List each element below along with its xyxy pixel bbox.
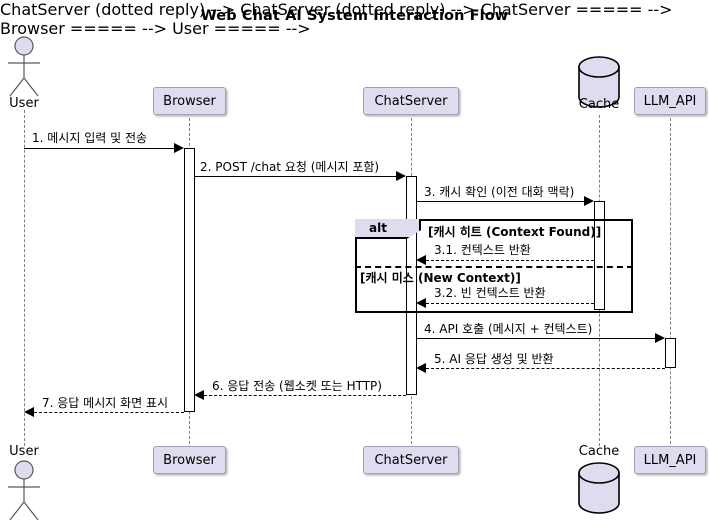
actor-figure-icon — [8, 36, 40, 97]
actor-user-top — [0, 36, 48, 98]
participant-box-chatserver-top[interactable]: ChatServer — [363, 87, 459, 115]
database-cache-bottom — [576, 462, 622, 514]
message-arrowhead-5 — [416, 363, 426, 373]
alt-guard-1: [캐시 히트 (Context Found)] — [428, 225, 602, 239]
activation-llm — [665, 338, 676, 368]
message-line-2 — [194, 176, 398, 177]
message-line-3-1 — [426, 260, 594, 261]
participant-box-browser-bottom[interactable]: Browser — [153, 446, 226, 474]
message-arrowhead-3-2 — [416, 298, 426, 308]
database-cylinder-icon — [578, 56, 620, 108]
participant-label-chatserver-top: ChatServer — [374, 93, 448, 109]
message-label-5: 5. AI 응답 생성 및 반환 — [434, 352, 554, 366]
message-label-6: 6. 응답 전송 (웹소켓 또는 HTTP) — [212, 379, 382, 393]
alt-fragment-tab: alt — [355, 219, 421, 239]
actor-figure-icon — [8, 460, 40, 521]
alt-divider — [355, 266, 633, 268]
participant-box-browser-top[interactable]: Browser — [153, 87, 226, 115]
participant-label-llm-top: LLM_API — [643, 93, 697, 109]
participant-label-cache-bottom: Cache — [578, 444, 620, 459]
message-arrowhead-4 — [655, 333, 665, 343]
activation-cache — [594, 201, 605, 310]
participant-label-user-bottom: User — [9, 444, 39, 459]
alt-guard-2: [캐시 미스 (New Context)] — [360, 271, 521, 285]
message-line-4 — [416, 338, 657, 339]
message-arrowhead-6 — [194, 390, 204, 400]
message-label-3-2: 3.2. 빈 컨텍스트 반환 — [434, 286, 546, 300]
message-label-3: 3. 캐시 확인 (이전 대화 맥락) — [424, 185, 575, 199]
database-cache-top — [576, 56, 622, 108]
message-line-7 — [34, 412, 184, 413]
alt-fragment-label: alt — [369, 221, 387, 235]
participant-box-llm-bottom[interactable]: LLM_API — [634, 446, 706, 474]
participant-label-browser-top: Browser — [163, 93, 216, 109]
lifeline-user — [24, 110, 25, 446]
message-label-7: 7. 응답 메시지 화면 표시 — [42, 396, 169, 410]
message-label-2: 2. POST /chat 요청 (메시지 포함) — [200, 160, 380, 174]
diagram-title: Web Chat AI System Interaction Flow — [200, 8, 509, 24]
participant-label-browser-bottom: Browser — [163, 452, 216, 468]
actor-user-bottom — [0, 460, 48, 522]
message-arrowhead-1 — [174, 143, 184, 153]
activation-chatserver — [406, 176, 417, 395]
message-line-3-2 — [426, 303, 594, 304]
message-label-4: 4. API 호출 (메시지 + 컨텍스트) — [424, 322, 593, 336]
lifeline-llm — [670, 118, 671, 444]
message-arrowhead-2 — [396, 171, 406, 181]
participant-label-llm-bottom: LLM_API — [643, 452, 697, 468]
message-arrowhead-7 — [24, 407, 34, 417]
message-line-5 — [426, 368, 665, 369]
participant-label-user-top: User — [9, 96, 39, 111]
participant-label-cache-top: Cache — [578, 97, 620, 112]
message-label-3-1: 3.1. 컨텍스트 반환 — [434, 243, 531, 257]
database-cylinder-icon — [578, 462, 620, 514]
message-line-6 — [204, 395, 406, 396]
message-arrowhead-3 — [584, 196, 594, 206]
participant-box-llm-top[interactable]: LLM_API — [634, 87, 706, 115]
message-label-1: 1. 메시지 입력 및 전송 — [32, 131, 148, 145]
participant-label-chatserver-bottom: ChatServer — [374, 452, 448, 468]
message-line-1 — [24, 148, 176, 149]
message-arrowhead-3-1 — [416, 255, 426, 265]
message-line-3 — [416, 201, 586, 202]
activation-browser — [184, 148, 195, 412]
participant-box-chatserver-bottom[interactable]: ChatServer — [363, 446, 459, 474]
